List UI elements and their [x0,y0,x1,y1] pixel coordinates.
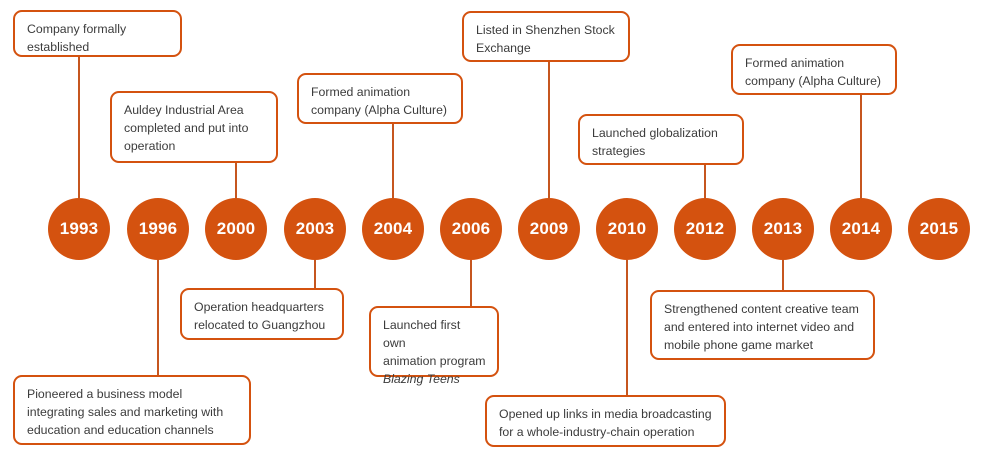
event-text: Launched first own animation program [383,318,486,369]
connector-line-2014 [860,95,862,198]
year-node-2014[interactable]: 2014 [830,198,892,260]
event-box-2012[interactable]: Launched globalization strategies [578,114,744,165]
year-node-2009[interactable]: 2009 [518,198,580,260]
connector-line-2010 [626,260,628,395]
year-node-2004[interactable]: 2004 [362,198,424,260]
year-node-2000[interactable]: 2000 [205,198,267,260]
year-node-2003[interactable]: 2003 [284,198,346,260]
connector-line-2003 [314,260,316,288]
connector-line-2009 [548,62,550,198]
connector-line-1993 [78,57,80,198]
connector-line-2004 [392,124,394,198]
year-node-1996[interactable]: 1996 [127,198,189,260]
connector-line-2000 [235,163,237,198]
event-text: Launched globalization strategies [592,126,718,159]
event-text: Formed animation company (Alpha Culture) [311,85,448,118]
event-box-2014[interactable]: Formed animation company (Alpha Culture) [731,44,897,95]
connector-line-1996 [157,260,159,375]
event-text: Strengthened content creative team and e… [664,302,859,353]
event-text: Auldey Industrial Area completed and put… [124,103,249,154]
event-text: Pioneered a business model integrating s… [27,387,224,438]
year-node-2013[interactable]: 2013 [752,198,814,260]
event-box-2003[interactable]: Operation headquarters relocated to Guan… [180,288,344,340]
event-box-1993[interactable]: Company formally established [13,10,182,57]
event-box-2009[interactable]: Listed in Shenzhen Stock Exchange [462,11,630,62]
year-node-2006[interactable]: 2006 [440,198,502,260]
year-node-1993[interactable]: 1993 [48,198,110,260]
year-node-2012[interactable]: 2012 [674,198,736,260]
event-text: Opened up links in media broadcasting fo… [499,407,712,440]
event-text: Operation headquarters relocated to Guan… [194,300,326,333]
event-box-2013[interactable]: Strengthened content creative team and e… [650,290,875,360]
event-text: Formed animation company (Alpha Culture) [745,56,882,89]
event-title-italic: Blazing Teens [383,372,460,387]
connector-line-2006 [470,260,472,306]
year-node-2010[interactable]: 2010 [596,198,658,260]
event-box-2000[interactable]: Auldey Industrial Area completed and put… [110,91,278,163]
year-node-2015[interactable]: 2015 [908,198,970,260]
event-text: Listed in Shenzhen Stock Exchange [476,23,615,56]
event-box-1996[interactable]: Pioneered a business model integrating s… [13,375,251,445]
event-box-2004[interactable]: Formed animation company (Alpha Culture) [297,73,463,124]
event-box-2010[interactable]: Opened up links in media broadcasting fo… [485,395,726,447]
event-text: Company formally established [27,22,127,55]
connector-line-2012 [704,165,706,198]
connector-line-2013 [782,260,784,290]
